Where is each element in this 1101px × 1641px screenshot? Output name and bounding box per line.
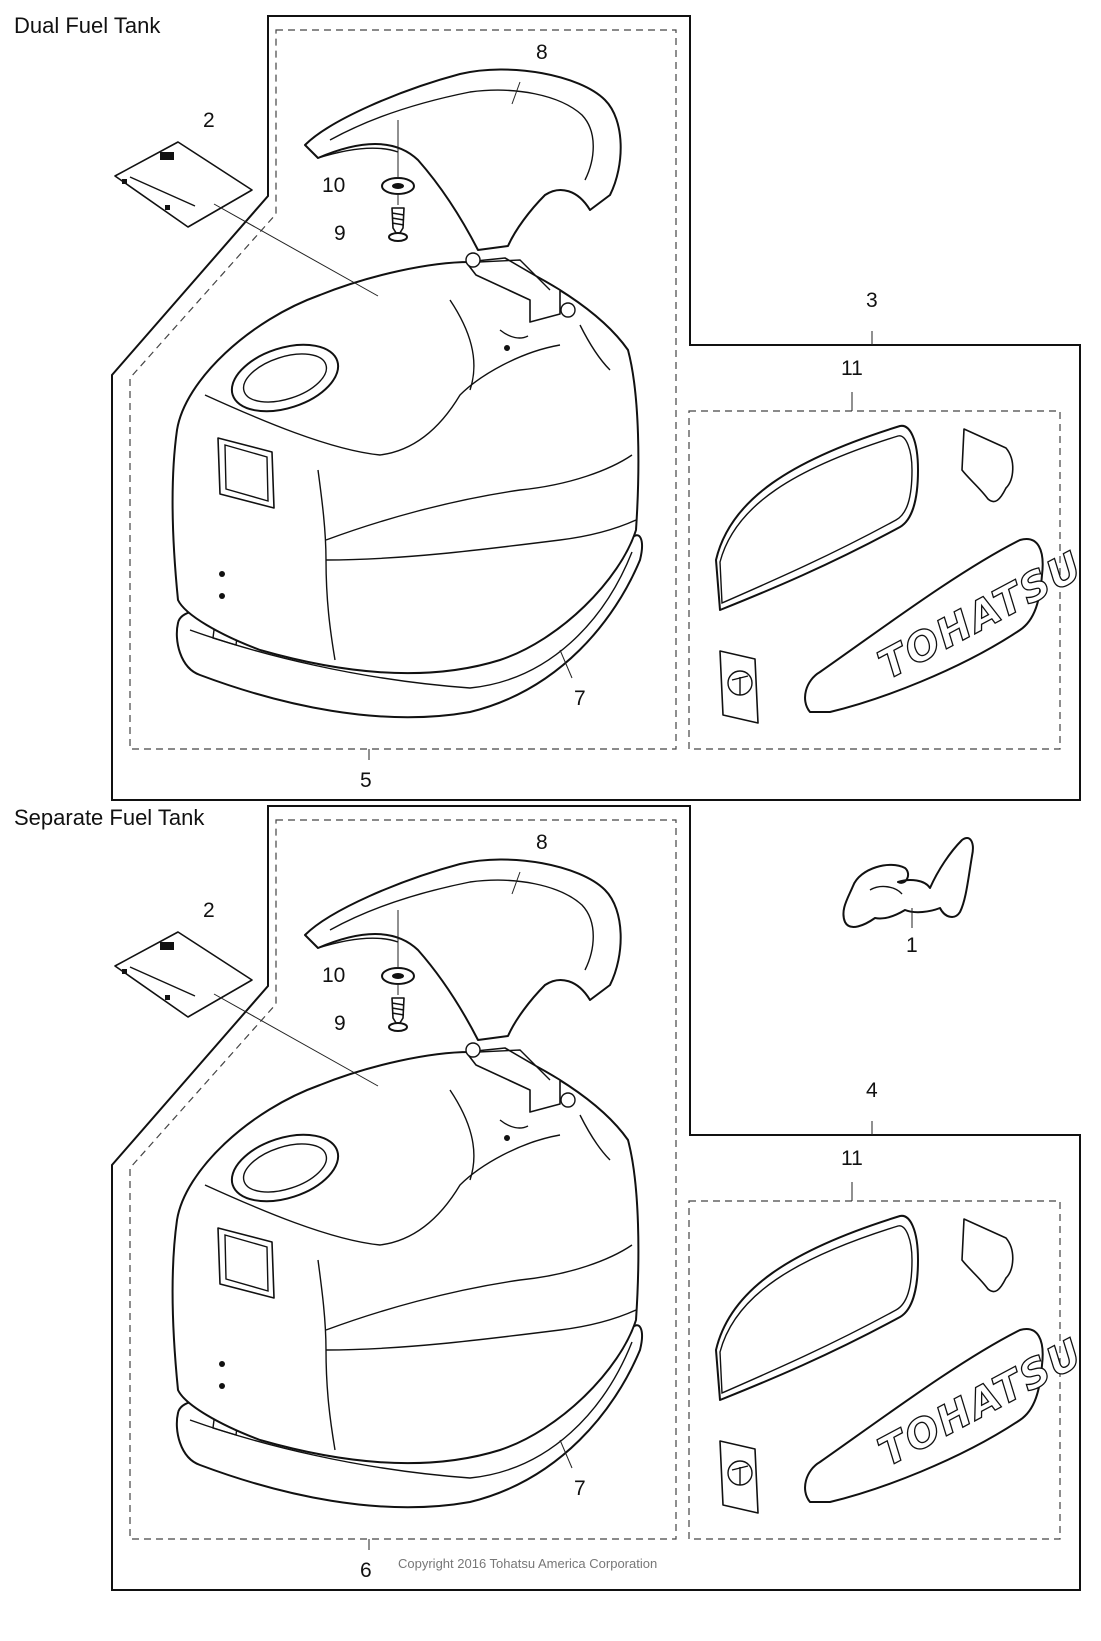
label-decal-set-2: 11 — [841, 1147, 863, 1170]
label-emblem-2: 1 — [906, 934, 918, 957]
label-decal-2: 2 — [203, 899, 215, 922]
section-title-dual: Dual Fuel Tank — [14, 13, 161, 38]
label-seal-1: 7 — [574, 687, 586, 710]
label-screw-1: 9 — [334, 222, 346, 245]
label-assy-1: 5 — [360, 769, 372, 792]
label-kit-1: 3 — [866, 289, 878, 312]
section-separate: TOHATSU 1 2 8 10 9 4 11 7 6 — [111, 805, 1092, 1591]
label-decal-set-1: 11 — [841, 357, 863, 380]
label-decal-1: 2 — [203, 109, 215, 132]
label-cover-1: 8 — [536, 41, 548, 64]
section-dual: TOHATSU 2 8 10 9 3 11 7 5 — [111, 15, 1092, 801]
label-assy-2: 6 — [360, 1559, 372, 1582]
label-cover-2: 8 — [536, 831, 548, 854]
label-seal-2: 7 — [574, 1477, 586, 1500]
label-kit-2: 4 — [866, 1079, 878, 1102]
script-emblem — [842, 837, 974, 928]
label-washer-2: 10 — [322, 964, 345, 987]
copyright-notice: Copyright 2016 Tohatsu America Corporati… — [398, 1556, 657, 1571]
label-screw-2: 9 — [334, 1012, 346, 1035]
section-title-separate: Separate Fuel Tank — [14, 805, 205, 830]
label-washer-1: 10 — [322, 174, 345, 197]
